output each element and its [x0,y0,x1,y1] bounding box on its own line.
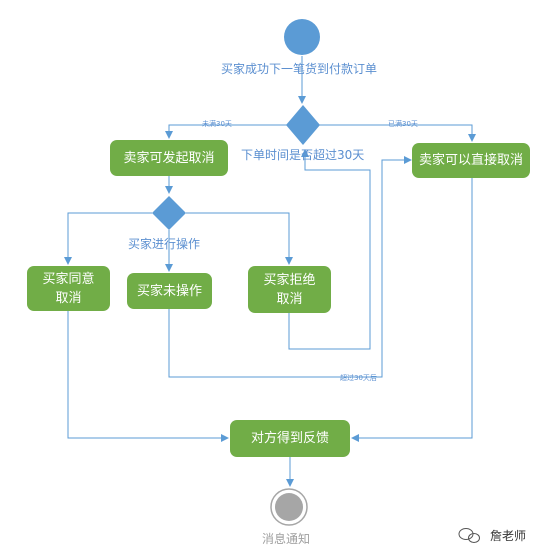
buyer-agree-box: 买家同意取消 [27,266,110,311]
buyer-no-action-box: 买家未操作 [127,273,212,309]
decision2-diamond [152,196,186,230]
seller-cancel-direct-box: 卖家可以直接取消 [412,143,530,178]
start-node [284,19,320,55]
branch-not-over-label: 未满30天 [202,120,232,128]
decision1-label: 下单时间是否超过30天 [241,148,365,162]
arrow-decision1-right [319,124,476,142]
decision1-diamond [286,105,320,145]
arrow-direct-to-feedback [351,178,473,442]
branch-over-label: 已满30天 [388,120,418,128]
end-node [275,493,303,521]
feedback-box: 对方得到反馈 [230,420,350,457]
end-label: 消息通知 [262,532,311,546]
arrow-agree-to-feedback [67,311,229,442]
arrow-decision1-left [165,124,288,139]
buyer-reject-box: 买家拒绝取消 [248,266,331,313]
seller-cancel-request-box: 卖家可发起取消 [110,140,228,176]
arrow-reject-loop [288,149,371,350]
start-label: 买家成功下一笔货到付款订单 [221,62,378,76]
watermark-text: 詹老师 [490,529,527,543]
arrow-decision2-agree [64,212,152,265]
arrow-decision2-reject [186,212,293,265]
arrow-noaction-after30 [168,156,412,378]
after-30-label: 超过30天后 [340,374,377,382]
decision2-label: 买家进行操作 [128,237,201,251]
